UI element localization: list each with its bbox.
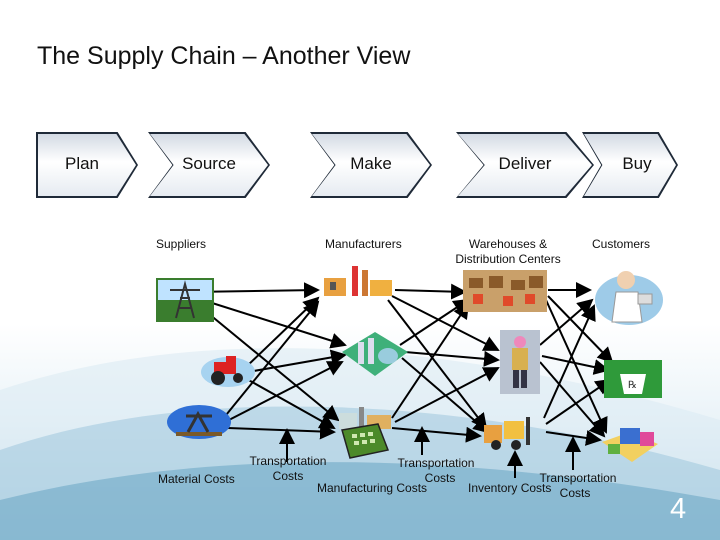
label-manufacturers: Manufacturers: [325, 237, 402, 251]
page-title: The Supply Chain – Another View: [37, 42, 411, 70]
label-warehouses: Warehouses & Distribution Centers: [455, 237, 561, 266]
forklift-icon: [484, 417, 530, 450]
oil-pump-icon: [167, 405, 231, 439]
power-tower-icon: [156, 278, 214, 322]
stage-label: Source: [182, 154, 236, 173]
svg-text:℞: ℞: [628, 380, 637, 391]
label-material-costs: Material Costs: [158, 472, 235, 486]
stage-label: Buy: [622, 154, 652, 173]
calculator-icon: [341, 423, 390, 459]
doctor-icon: [595, 271, 663, 325]
shopping-icon: [602, 428, 658, 462]
stage-plan: Plan: [36, 132, 138, 198]
label-manufacturing-costs: Manufacturing Costs: [317, 481, 428, 495]
label-inventory-costs: Inventory Costs: [468, 481, 552, 495]
stage-label: Make: [350, 154, 392, 173]
stage-deliver: Deliver: [456, 132, 594, 198]
worker-icon: [500, 330, 540, 394]
label-suppliers: Suppliers: [156, 237, 207, 251]
pharmacy-icon: ℞: [604, 360, 662, 398]
factory-icon: [324, 266, 392, 296]
label-transport-costs-3: Transportation Costs: [539, 471, 617, 500]
refinery-icon: [342, 332, 408, 376]
stage-label: Deliver: [498, 154, 552, 173]
label-transport-costs-1: Transportation Costs: [249, 454, 327, 483]
warehouse-icon: [463, 270, 547, 312]
tractor-icon: [201, 356, 255, 387]
label-transport-costs-2: Transportation Costs: [397, 456, 475, 485]
page-number: 4: [670, 493, 687, 525]
label-customers: Customers: [592, 237, 651, 251]
stage-label: Plan: [64, 154, 100, 173]
